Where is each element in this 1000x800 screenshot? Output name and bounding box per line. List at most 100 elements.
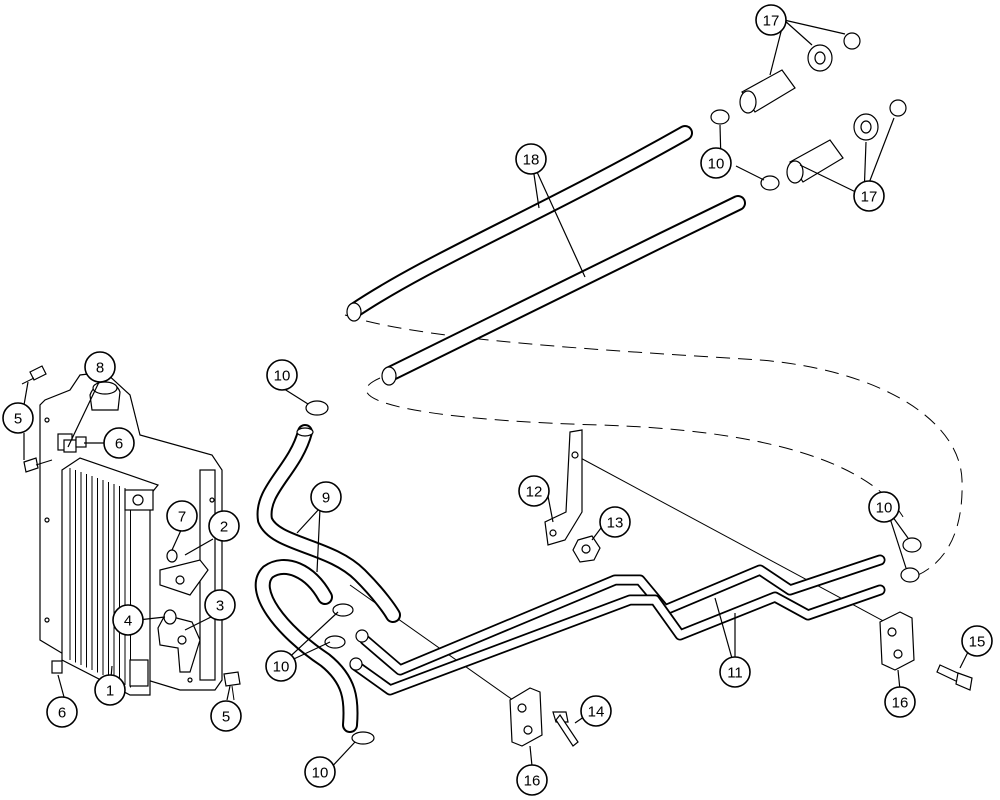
callout-circle <box>700 147 732 179</box>
callout-circle <box>516 764 548 796</box>
callout-12: 12 <box>518 475 550 507</box>
callout-label: 16 <box>524 773 541 790</box>
callout-circle <box>515 143 547 175</box>
callout-label: 5 <box>222 709 230 726</box>
callout-13: 13 <box>599 506 631 538</box>
callout-circle <box>2 402 34 434</box>
callout-circle <box>84 351 116 383</box>
callout-7: 7 <box>166 500 198 532</box>
callout-circle <box>719 656 751 688</box>
callout-14: 14 <box>580 695 612 727</box>
callout-label: 10 <box>273 659 290 676</box>
callout-label: 5 <box>14 411 22 428</box>
callout-10: 10 <box>266 359 298 391</box>
callout-5: 5 <box>210 700 242 732</box>
callout-17: 17 <box>853 180 885 212</box>
callout-circle <box>265 650 297 682</box>
callout-label: 10 <box>274 368 291 385</box>
callout-2: 2 <box>208 510 240 542</box>
callout-circle <box>961 625 993 657</box>
callout-label: 1 <box>106 683 114 700</box>
callout-label: 3 <box>216 598 224 615</box>
bolt-15 <box>936 664 973 691</box>
callout-circle <box>518 475 550 507</box>
bracket-2 <box>159 559 209 596</box>
callout-label: 4 <box>124 613 132 630</box>
callout-label: 18 <box>523 152 540 169</box>
callout-circle <box>580 695 612 727</box>
callout-17: 17 <box>755 4 787 36</box>
oil-cooler <box>61 457 159 696</box>
callout-5: 5 <box>2 402 34 434</box>
callout-circle <box>208 510 240 542</box>
callout-label: 17 <box>861 189 878 206</box>
callout-circle <box>755 4 787 36</box>
callout-3: 3 <box>204 589 236 621</box>
hose-9 <box>254 424 401 733</box>
callout-16: 16 <box>516 764 548 796</box>
callout-circle <box>204 589 236 621</box>
callout-circle <box>94 674 126 706</box>
callout-circle <box>310 481 342 513</box>
callout-circle <box>266 359 298 391</box>
callout-10: 10 <box>304 756 336 788</box>
callout-circle <box>210 700 242 732</box>
washer-7 <box>166 549 178 563</box>
callout-label: 10 <box>708 156 725 173</box>
bolt-14 <box>552 711 579 747</box>
fittings-17-bottom <box>786 99 907 184</box>
hoses-18 <box>346 125 746 386</box>
callout-8: 8 <box>84 351 116 383</box>
nut-6-bottom <box>51 660 63 674</box>
clamp-block-16-left <box>509 687 543 747</box>
callout-label: 6 <box>58 705 66 722</box>
bolt-5-mid <box>23 457 53 473</box>
nut-6-top <box>75 436 87 448</box>
callout-label: 9 <box>322 490 330 507</box>
fittings-17-top <box>739 32 861 114</box>
callout-label: 15 <box>969 634 986 651</box>
callout-circle <box>103 427 135 459</box>
callout-10: 10 <box>700 147 732 179</box>
callout-9: 9 <box>310 481 342 513</box>
callout-label: 14 <box>588 704 605 721</box>
callout-11: 11 <box>719 656 751 688</box>
pipes-11 <box>349 554 886 696</box>
callout-18: 18 <box>515 143 547 175</box>
callout-label: 12 <box>526 484 543 501</box>
callouts: 1234556678910101010101112131415161617171… <box>2 4 993 796</box>
callout-label: 16 <box>892 695 909 712</box>
callout-label: 7 <box>178 509 186 526</box>
callout-label: 13 <box>607 515 624 532</box>
bolt-5-bottom <box>223 671 241 701</box>
callout-circle <box>112 604 144 636</box>
callout-circle <box>599 506 631 538</box>
callout-circle <box>884 686 916 718</box>
callout-circle <box>46 696 78 728</box>
callout-label: 6 <box>115 436 123 453</box>
callout-circle <box>166 500 198 532</box>
clamps-10 <box>305 109 922 745</box>
callout-15: 15 <box>961 625 993 657</box>
washer-4 <box>163 609 177 625</box>
callout-6: 6 <box>103 427 135 459</box>
callout-16: 16 <box>884 686 916 718</box>
bracket-12 <box>544 429 583 546</box>
nut-13 <box>572 535 601 563</box>
callout-label: 11 <box>727 665 743 682</box>
callout-label: 8 <box>96 360 104 377</box>
callout-4: 4 <box>112 604 144 636</box>
clamp-block-16-right <box>879 611 915 671</box>
callout-label: 10 <box>312 765 329 782</box>
callout-1: 1 <box>94 674 126 706</box>
callout-label: 2 <box>220 519 228 536</box>
callout-circle <box>868 491 900 523</box>
bolt-5-top <box>21 365 47 385</box>
callout-6: 6 <box>46 696 78 728</box>
callout-10: 10 <box>868 491 900 523</box>
callout-10: 10 <box>265 650 297 682</box>
callout-circle <box>853 180 885 212</box>
callout-circle <box>304 756 336 788</box>
callout-label: 10 <box>876 500 893 517</box>
